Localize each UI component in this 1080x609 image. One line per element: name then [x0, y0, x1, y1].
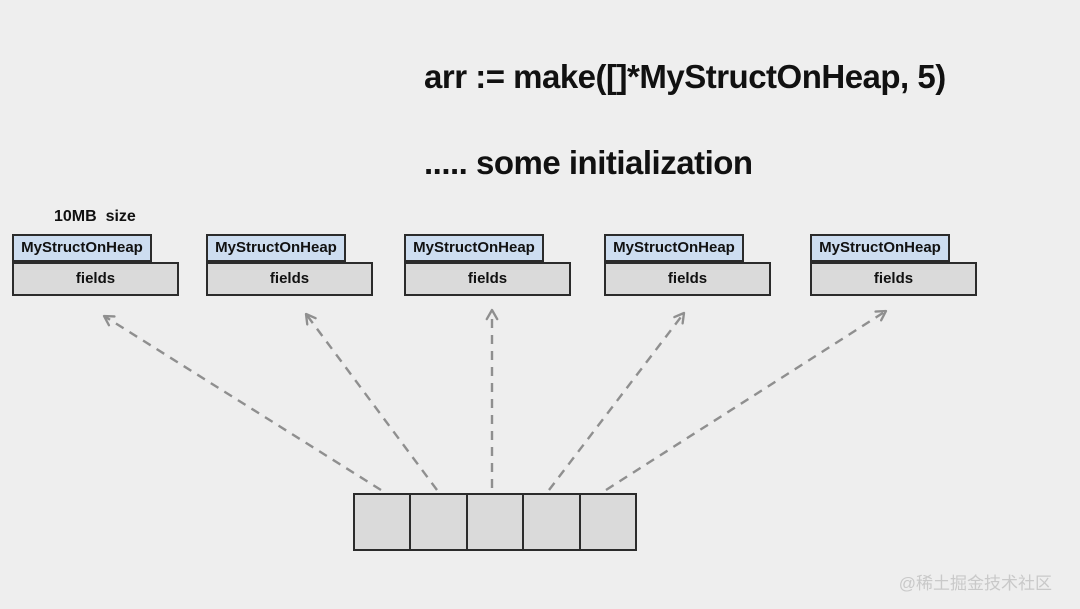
struct-fields: fields [206, 262, 373, 296]
array-cell [409, 495, 466, 549]
struct-fields: fields [404, 262, 571, 296]
code-title: arr := make([]*MyStructOnHeap, 5) [424, 58, 946, 95]
pointer-arrow-5 [605, 309, 888, 492]
size-label: 10MB size [54, 208, 136, 225]
struct-box-3: MyStructOnHeap fields [404, 234, 571, 296]
struct-name: MyStructOnHeap [206, 234, 346, 262]
pointer-arrow-4 [548, 311, 686, 491]
array-cell [578, 495, 636, 549]
struct-name: MyStructOnHeap [604, 234, 744, 262]
struct-box-4: MyStructOnHeap fields [604, 234, 771, 296]
array-cell [355, 495, 410, 549]
struct-box-2: MyStructOnHeap fields [206, 234, 373, 296]
struct-fields: fields [810, 262, 977, 296]
struct-box-1: MyStructOnHeap fields [12, 234, 179, 296]
pointer-arrow-2 [304, 312, 438, 491]
struct-name: MyStructOnHeap [404, 234, 544, 262]
slice-array [353, 493, 637, 551]
array-cell [522, 495, 579, 549]
initialization-subtitle: ..... some initialization [424, 144, 753, 181]
pointer-arrow-1 [102, 314, 382, 492]
watermark: @稀土掘金技术社区 [898, 574, 1052, 593]
struct-name: MyStructOnHeap [810, 234, 950, 262]
struct-fields: fields [604, 262, 771, 296]
struct-name: MyStructOnHeap [12, 234, 152, 262]
array-cell [465, 495, 523, 549]
struct-fields: fields [12, 262, 179, 296]
struct-box-5: MyStructOnHeap fields [810, 234, 977, 296]
